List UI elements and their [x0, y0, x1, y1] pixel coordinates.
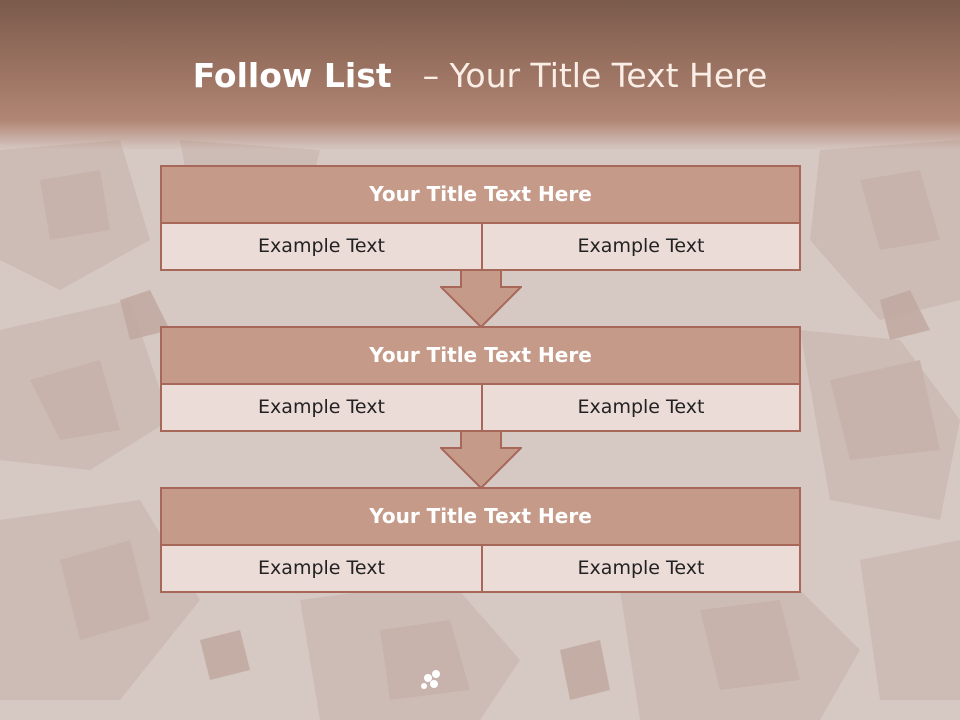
list-block-title: Your Title Text Here [162, 328, 799, 385]
list-block-2: Your Title Text Here Example Text Exampl… [160, 326, 801, 432]
slide-title-bold: Follow List [192, 56, 392, 95]
list-block-cell-left: Example Text [162, 385, 483, 430]
list-block-cell-right: Example Text [483, 546, 799, 591]
list-block-cell-left: Example Text [162, 224, 483, 269]
list-block-cell-right: Example Text [483, 385, 799, 430]
down-arrow-icon [440, 270, 522, 328]
slide-title: Follow List – Your Title Text Here [0, 52, 960, 100]
slide-title-rest: Your Title Text Here [449, 56, 768, 95]
list-block-3: Your Title Text Here Example Text Exampl… [160, 487, 801, 593]
slide-title-dash: – [422, 56, 440, 95]
down-arrow-icon [440, 431, 522, 489]
list-block-1: Your Title Text Here Example Text Exampl… [160, 165, 801, 271]
list-block-cell-right: Example Text [483, 224, 799, 269]
header-band [0, 0, 960, 150]
list-block-cell-left: Example Text [162, 546, 483, 591]
list-block-title: Your Title Text Here [162, 489, 799, 546]
list-block-title: Your Title Text Here [162, 167, 799, 224]
